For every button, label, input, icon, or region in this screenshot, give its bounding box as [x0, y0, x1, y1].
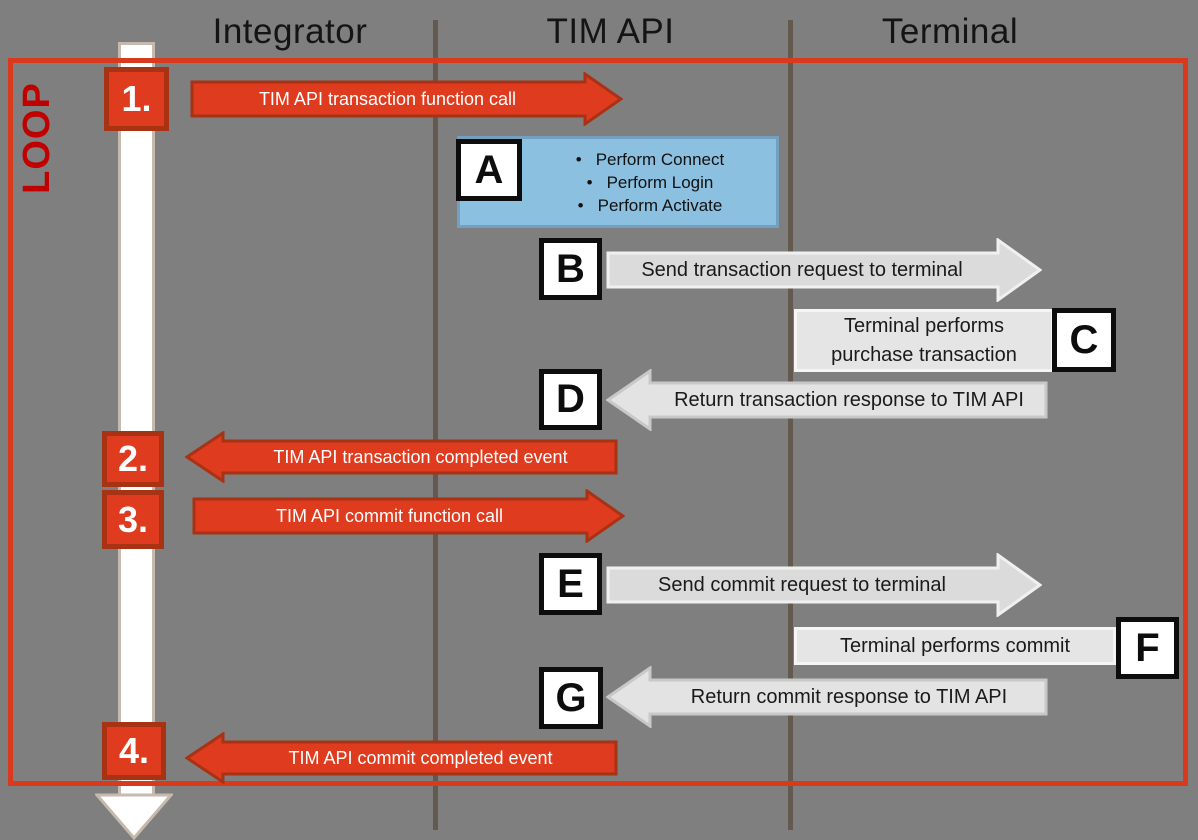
- marker-d: D: [539, 369, 602, 430]
- note-item: • Perform Activate: [577, 195, 723, 215]
- bullet-icon: •: [575, 149, 582, 169]
- lane-divider-integrator-timapi: [433, 20, 438, 830]
- message-e-label: Send commit request to terminal: [658, 573, 946, 596]
- lane-divider-timapi-terminal: [788, 20, 793, 830]
- step-2-label: TIM API transaction completed event: [273, 446, 568, 467]
- marker-c: C: [1052, 308, 1116, 372]
- step-2-badge: 2.: [102, 431, 164, 487]
- step-4-badge: 4.: [102, 722, 166, 780]
- step-4-arrow: TIM API commit completed event: [185, 732, 618, 784]
- message-b-label: Send transaction request to terminal: [641, 258, 963, 281]
- terminal-action-commit: Terminal performs commit: [794, 627, 1116, 665]
- step-1-badge: 1.: [104, 67, 169, 131]
- step-3-arrow: TIM API commit function call: [192, 489, 625, 543]
- note-item: • Perform Login: [586, 172, 714, 192]
- step-1-arrow: TIM API transaction function call: [190, 72, 623, 126]
- message-d-label: Return transaction response to TIM API: [674, 388, 1024, 411]
- step-3-badge: 3.: [102, 490, 164, 549]
- timeline-bar: [118, 42, 155, 801]
- marker-e: E: [539, 553, 602, 615]
- loop-label: LOOP: [16, 82, 58, 194]
- step-4-label: TIM API commit completed event: [288, 747, 553, 768]
- lane-header-integrator: Integrator: [212, 12, 368, 51]
- marker-g: G: [539, 667, 603, 729]
- note-item: • Perform Connect: [575, 149, 725, 169]
- lane-header-tim-api: TIM API: [546, 12, 675, 51]
- message-e-arrow: Send commit request to terminal: [606, 553, 1042, 617]
- step-2-arrow: TIM API transaction completed event: [185, 431, 618, 483]
- marker-f: F: [1116, 617, 1179, 679]
- lane-header-terminal: Terminal: [881, 12, 1019, 51]
- step-3-label: TIM API commit function call: [275, 505, 504, 526]
- terminal-action-purchase: Terminal performs purchase transaction: [794, 309, 1054, 372]
- marker-a: A: [456, 139, 522, 201]
- message-b-arrow: Send transaction request to terminal: [606, 238, 1042, 302]
- message-d-arrow: Return transaction response to TIM API: [606, 369, 1048, 431]
- message-g-label: Return commit response to TIM API: [690, 685, 1008, 708]
- loop-boundary: [8, 58, 1188, 786]
- bullet-icon: •: [586, 172, 593, 192]
- marker-b: B: [539, 238, 602, 300]
- timeline-arrowhead-icon: [95, 793, 173, 840]
- message-g-arrow: Return commit response to TIM API: [606, 666, 1048, 728]
- step-1-label: TIM API transaction function call: [258, 88, 517, 109]
- bullet-icon: •: [577, 195, 584, 215]
